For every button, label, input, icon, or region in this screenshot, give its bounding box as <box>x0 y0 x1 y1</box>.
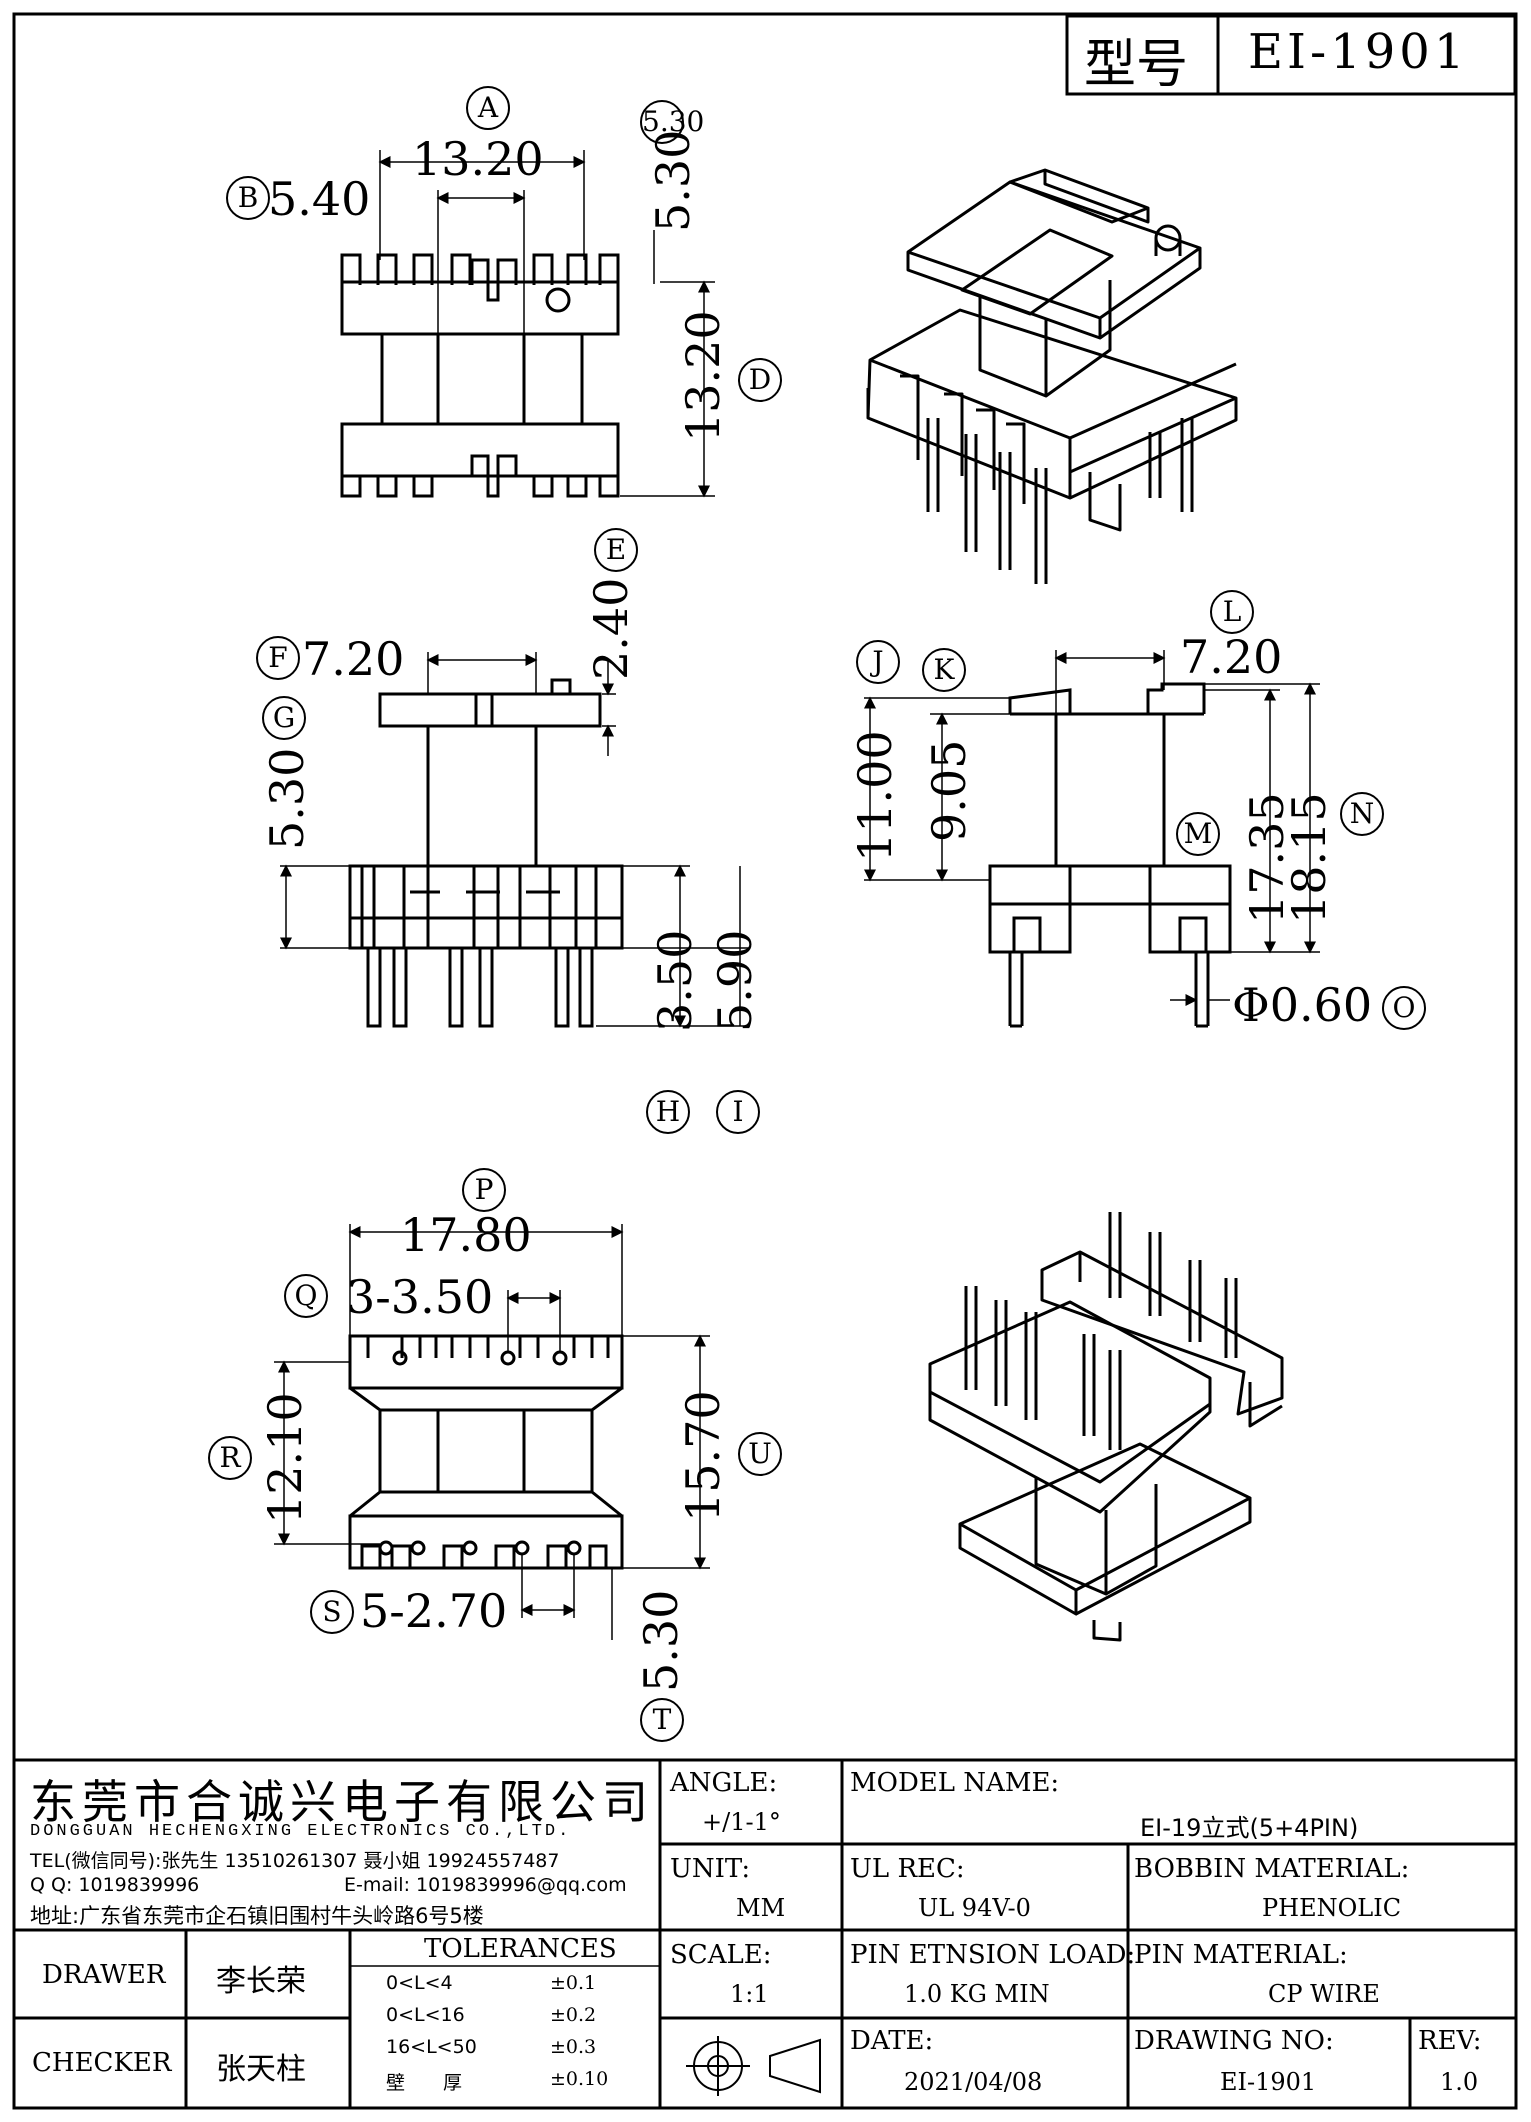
dim-B-value: 5.40 <box>268 172 371 226</box>
isometric-view-top <box>866 168 1238 584</box>
tolerance-range: 16<L<50 <box>386 2036 477 2058</box>
dim-L-label: L <box>1210 590 1254 634</box>
model-header-label: 型号 <box>1084 35 1189 95</box>
dim-L-value: 7.20 <box>1180 630 1283 684</box>
company-address: 地址:广东省东莞市企石镇旧围村牛头岭路6号5楼 <box>30 1904 484 1928</box>
dim-E-value: 2.40 <box>584 577 638 680</box>
dim-S-label: S <box>310 1590 354 1634</box>
company-tel: TEL(微信同号):张先生 13510261307 聂小姐 1992455748… <box>30 1850 560 1872</box>
angle-value: +/1-1° <box>702 1808 781 1836</box>
dim-Q-label: Q <box>284 1274 328 1318</box>
drawer-value: 李长荣 <box>216 1964 306 1999</box>
unit-label: UNIT: <box>670 1854 751 1884</box>
drawing-no-label: DRAWING NO: <box>1134 2026 1334 2056</box>
pin-load-value: 1.0 KG MIN <box>904 1980 1050 2008</box>
bottom-view-dims <box>274 1224 710 1640</box>
pin-load-label: PIN ETNSION LOAD: <box>850 1940 1136 1970</box>
dim-T-value: 5.30 <box>634 1589 688 1692</box>
date-value: 2021/04/08 <box>904 2068 1043 2096</box>
dim-F-label: F <box>256 636 300 680</box>
dim-E-label: E <box>594 528 638 572</box>
tolerance-range: 0<L<16 <box>386 2004 465 2026</box>
dim-R-value: 12.10 <box>258 1392 312 1524</box>
date-label: DATE: <box>850 2026 934 2056</box>
scale-value: 1:1 <box>730 1980 769 2008</box>
dim-I-value: 5.90 <box>708 929 762 1032</box>
drawing-no-value: EI-1901 <box>1220 2068 1317 2096</box>
company-name-cn: 东莞市合诚兴电子有限公司 <box>30 1775 654 1829</box>
scale-label: SCALE: <box>670 1940 772 1970</box>
dim-C-value: 5.30 <box>646 129 700 232</box>
top-view <box>340 253 620 498</box>
dim-A-label: A <box>466 86 510 130</box>
tolerance-value: ±0.3 <box>550 2036 597 2058</box>
pin-material-value: CP WIRE <box>1268 1980 1380 2008</box>
dim-C-label: 5.30 <box>640 100 704 144</box>
dim-P-label: P <box>462 1168 506 1212</box>
dim-N-value: 18.15 <box>1282 792 1336 924</box>
dim-U-value: 15.70 <box>676 1390 730 1522</box>
isometric-view-bottom <box>928 1212 1284 1642</box>
model-name-label: MODEL NAME: <box>850 1768 1060 1798</box>
tolerances-title: TOLERANCES <box>424 1934 617 1964</box>
dim-H-value: 3.50 <box>648 929 702 1032</box>
unit-value: MM <box>736 1894 786 1922</box>
bobbin-label: BOBBIN MATERIAL: <box>1134 1854 1410 1884</box>
dim-J-label: J <box>856 640 900 684</box>
checker-label: CHECKER <box>32 2048 172 2078</box>
dim-F-value: 7.20 <box>302 632 405 686</box>
company-email: E-mail: 1019839996@qq.com <box>344 1874 627 1896</box>
bottom-view <box>348 1334 624 1570</box>
dim-P-value: 17.80 <box>400 1208 532 1262</box>
dim-N-label: N <box>1340 792 1384 836</box>
rev-value: 1.0 <box>1440 2068 1479 2096</box>
projection-symbol-icon <box>686 2036 821 2096</box>
dim-K-value: 9.05 <box>922 739 976 842</box>
dim-O-label: O <box>1382 986 1426 1030</box>
dim-A-value: 13.20 <box>412 132 544 186</box>
ul-label: UL REC: <box>850 1854 965 1884</box>
rev-label: REV: <box>1418 2026 1482 2056</box>
dim-S-value: 5-2.70 <box>360 1584 508 1638</box>
dim-M-label: M <box>1176 812 1220 856</box>
dim-Q-value: 3-3.50 <box>346 1270 494 1324</box>
company-qq: Q Q: 1019839996 <box>30 1874 200 1896</box>
dim-U-label: U <box>738 1432 782 1476</box>
tolerance-range: 0<L<4 <box>386 1972 453 1994</box>
front-view-dims <box>280 652 750 1028</box>
dim-G-value: 5.30 <box>260 747 314 850</box>
tolerance-value: ±0.10 <box>550 2068 609 2090</box>
dim-O-value: Φ0.60 <box>1232 978 1373 1032</box>
side-view-dims <box>864 650 1320 1010</box>
checker-value: 张天柱 <box>216 2052 306 2087</box>
top-view-dims <box>378 150 715 498</box>
bobbin-value: PHENOLIC <box>1262 1894 1402 1922</box>
angle-label: ANGLE: <box>670 1768 778 1798</box>
title-block-grid <box>14 1758 1516 2108</box>
side-view <box>988 682 1232 1028</box>
model-name-value: EI-19立式(5+4PIN) <box>1140 1814 1359 1842</box>
dim-H-label: H <box>646 1090 690 1134</box>
model-header-value: EI-1901 <box>1248 24 1469 80</box>
model-header-box <box>1065 14 1517 96</box>
dim-T-label: T <box>640 1698 684 1742</box>
tolerance-range: 壁 厚 <box>386 2072 463 2094</box>
ul-value: UL 94V-0 <box>918 1894 1031 1922</box>
dim-J-value: 11.00 <box>848 730 902 862</box>
dim-R-label: R <box>208 1436 252 1480</box>
pin-material-label: PIN MATERIAL: <box>1134 1940 1348 1970</box>
dim-K-label: K <box>922 648 966 692</box>
dim-B-label: B <box>226 176 270 220</box>
sheet-border <box>12 12 1518 2110</box>
company-name-en: DONGGUAN HECHENGXING ELECTRONICS CO.,LTD… <box>30 1822 572 1841</box>
tolerance-value: ±0.2 <box>550 2004 597 2026</box>
dim-I-label: I <box>716 1090 760 1134</box>
front-view <box>348 678 624 1028</box>
dim-G-label: G <box>262 696 306 740</box>
dim-D-value: 13.20 <box>676 310 730 442</box>
tolerance-value: ±0.1 <box>550 1972 597 1994</box>
dim-D-label: D <box>738 358 782 402</box>
drawer-label: DRAWER <box>42 1960 166 1990</box>
